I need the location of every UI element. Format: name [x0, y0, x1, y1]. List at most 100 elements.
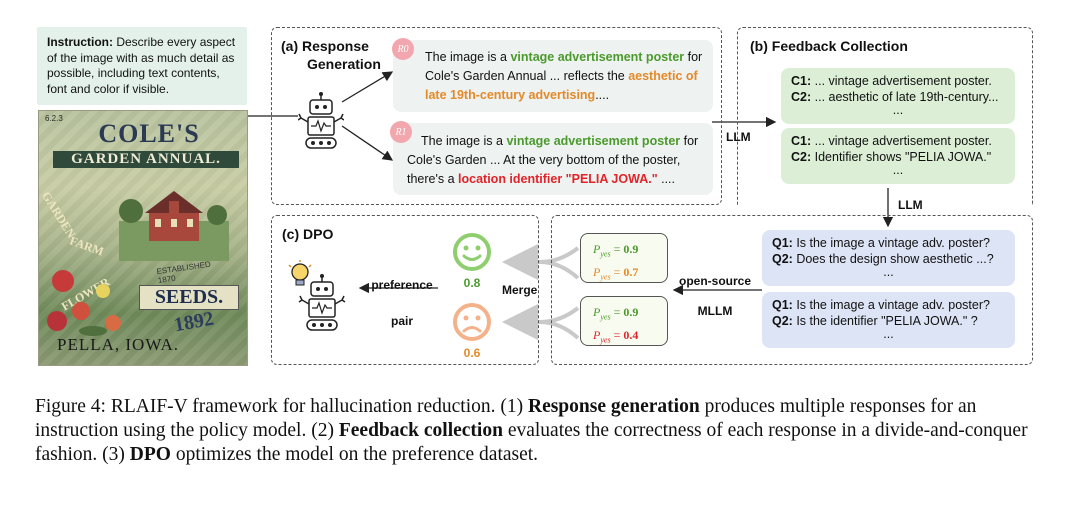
p-sub-r0-2: yes	[600, 272, 611, 282]
policy-robot-icon	[298, 92, 344, 149]
r0-text-3: ....	[595, 88, 610, 102]
sad-face-icon	[453, 303, 491, 341]
poster-subtitle: GARDEN ANNUAL.	[53, 151, 239, 168]
question-r0-q2-text: Does the design show aesthetic ...?	[792, 251, 994, 266]
claim-r1-c2-text: Identifier shows "PELIA JOWA."	[811, 149, 992, 164]
p-yes-r1-value2: 0.4	[623, 328, 639, 343]
happy-face-icon	[453, 233, 491, 271]
claim-r0-c1-text: ... vintage advertisement poster.	[811, 74, 992, 88]
claim-r1-ellipsis: ...	[892, 163, 904, 177]
caption-text-4: optimizes the model on the preference da…	[170, 444, 539, 465]
r1-text-3: ....	[657, 172, 676, 186]
r1-badge: R1	[390, 121, 412, 143]
poster-title: COLE'S	[98, 119, 200, 148]
llm-label-right: LLM	[726, 130, 751, 144]
p-sub-r1-2: yes	[600, 335, 611, 345]
response-generation-title-line2: Generation	[307, 56, 381, 72]
r0-highlight-aesthetic: aesthetic of late 19th-century advertisi…	[425, 69, 698, 102]
p-yes-box-r1: Pyes = 0.9 Pyes = 0.4	[580, 296, 668, 346]
claim-r0-c2-key: C2:	[791, 89, 812, 104]
p-yes-r0-row1: Pyes = 0.9	[593, 242, 639, 259]
claim-r1-c1: C1: ... vintage advertisement poster.	[791, 134, 1005, 150]
dpo-title: (c) DPO	[282, 226, 334, 242]
caption-bold-2: Feedback collection	[338, 420, 503, 441]
caption-bold-3: DPO	[129, 444, 171, 465]
p-sub-r1-1: yes	[600, 312, 611, 322]
r0-badge: R0	[392, 38, 414, 60]
open-source-mllm-label: open-source MLLM	[672, 266, 758, 326]
p-yes-r1-value1: 0.9	[623, 305, 639, 319]
caption-text-3: evaluates the correctness of each respon…	[35, 420, 1028, 465]
question-r0-q2-key: Q2:	[772, 251, 793, 266]
feedback-collection-title: (b) Feedback Collection	[750, 38, 908, 54]
claim-r0-c1: C1: ... vintage advertisement poster.	[791, 74, 1005, 90]
question-r0-q1-key: Q1:	[772, 236, 793, 250]
caption-text-1: Figure 4: RLAIF-V framework for hallucin…	[35, 396, 528, 417]
r1-text-2: for Cole's Garden ... At the very bottom…	[407, 134, 699, 186]
claim-r1-c1-text: ... vintage advertisement poster.	[811, 134, 992, 148]
p-sub-r0-1: yes	[600, 249, 611, 259]
response-generation-title-line1: (a) Response	[281, 38, 369, 54]
preference-line1: preference	[371, 278, 433, 292]
claim-r0-c2-text: ... aesthetic of late 19th-century...	[811, 89, 999, 104]
poster-place: PELLA, IOWA.	[57, 335, 180, 354]
score-good: 0.8	[463, 276, 481, 290]
mllm-line1: open-source	[678, 274, 751, 288]
feedback-collection-panel-lower	[551, 215, 1033, 365]
question-r0-q1-text: Is the image a vintage adv. poster?	[792, 236, 990, 250]
llm-label-down: LLM	[898, 198, 923, 212]
r1-text-1: The image is a	[421, 134, 507, 148]
mllm-line2: MLLM	[697, 304, 733, 318]
question-r1-q2-text: Is the identifier "PELIA JOWA." ?	[792, 313, 978, 328]
questions-r0-card: Q1: Is the image a vintage adv. poster? …	[762, 230, 1015, 286]
question-r1-ellipsis: ...	[883, 327, 894, 341]
r1-highlight-identifier: location identifier "PELIA JOWA."	[458, 172, 658, 186]
r0-text-1: The image is a	[425, 50, 511, 64]
preference-pair-label: preference pair	[366, 267, 438, 339]
poster-corner-text: 6.2.3	[45, 114, 63, 123]
instruction-box: Instruction: Describe every aspect of th…	[37, 27, 247, 105]
response-generation-title: (a) Response Generation	[281, 37, 381, 73]
caption-text-2: produces multiple responses for an instr…	[35, 396, 977, 441]
r0-badge-label: R0	[397, 43, 409, 55]
p-yes-r1-row2: Pyes = 0.4	[593, 328, 639, 345]
poster-seeds: SEEDS.	[139, 285, 239, 310]
p-label-r1-2: P	[593, 328, 601, 343]
question-r1-q2: Q2: Is the identifier "PELIA JOWA." ?	[772, 314, 1005, 330]
connector-arrows	[248, 71, 894, 340]
claim-r0-ellipsis: ...	[892, 103, 904, 117]
response-generation-panel	[271, 27, 722, 205]
p-label-r1-1: P	[593, 305, 601, 319]
merge-label: Merge	[502, 283, 538, 297]
claims-r1-card: C1: ... vintage advertisement poster. C2…	[781, 128, 1015, 184]
preference-line2: pair	[390, 314, 413, 328]
question-r1-q1: Q1: Is the image a vintage adv. poster?	[772, 298, 1005, 314]
r1-badge-label: R1	[395, 126, 407, 138]
p-label-r0-1: P	[593, 242, 601, 256]
poster-image: 6.2.3 COLE'S GARDEN ANNUAL. GARDEN FARM …	[38, 110, 248, 366]
claim-r0-c1-key: C1:	[791, 74, 812, 88]
feedback-collection-panel	[737, 27, 1033, 205]
claims-r0-card: C1: ... vintage advertisement poster. C2…	[781, 68, 1015, 124]
question-r1-q1-key: Q1:	[772, 298, 793, 312]
dpo-robot-lightbulb-icon	[288, 260, 346, 331]
question-r0-ellipsis: ...	[883, 265, 894, 279]
response-r0-card: The image is a vintage advertisement pos…	[393, 40, 713, 112]
questions-r1-card: Q1: Is the image a vintage adv. poster? …	[762, 292, 1015, 348]
p-yes-r0-row2: Pyes = 0.7	[593, 265, 639, 282]
instruction-text: Describe every aspect of the image with …	[47, 35, 236, 96]
r1-highlight-poster: vintage advertisement poster	[506, 134, 681, 148]
claim-r1-c1-key: C1:	[791, 134, 812, 148]
r0-text-2: for Cole's Garden Annual ... reflects th…	[425, 50, 703, 83]
p-yes-box-r0: Pyes = 0.9 Pyes = 0.7	[580, 233, 668, 283]
score-bad: 0.6	[463, 346, 481, 360]
poster-house-illustration	[119, 191, 229, 261]
claim-r1-c2: C2: Identifier shows "PELIA JOWA."	[791, 150, 1005, 166]
p-yes-r1-row1: Pyes = 0.9	[593, 305, 639, 322]
caption-bold-1: Response generation	[527, 396, 700, 417]
dpo-panel	[271, 215, 539, 365]
poster-flowers-illustration	[47, 270, 121, 336]
question-r1-q1-text: Is the image a vintage adv. poster?	[792, 298, 990, 312]
response-r1-card: The image is a vintage advertisement pos…	[393, 123, 713, 195]
p-yes-r0-value1: 0.9	[623, 242, 639, 256]
